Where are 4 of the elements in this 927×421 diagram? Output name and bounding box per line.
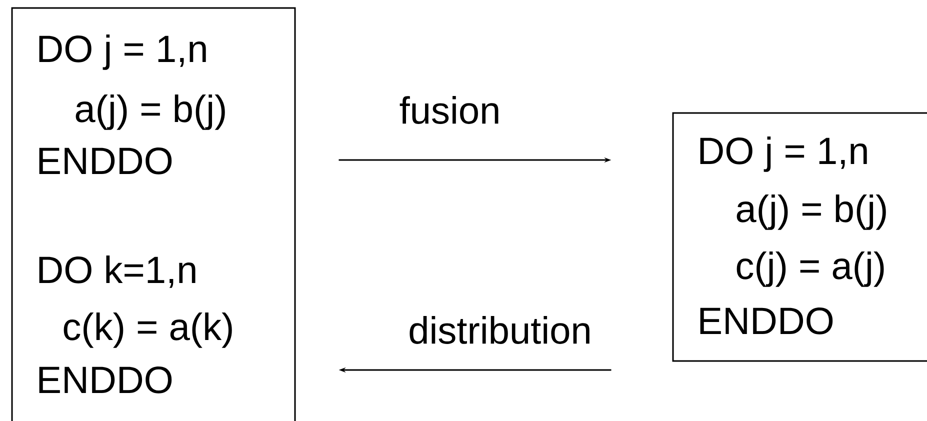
code-box: DO j = 1,n a(j) = b(j) ENDDO DO k=1,n c(k) = a(k) ENDDO [11,7,296,421]
edge-label: distribution [410,316,590,344]
edge-label: fusion [400,96,498,124]
code-box: DO j = 1,n a(j) = b(j) c(j) = a(j) ENDDO [672,112,927,362]
